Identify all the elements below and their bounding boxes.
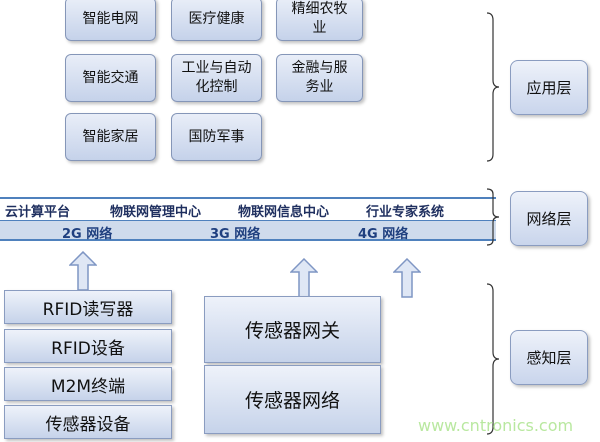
arrow-up-left-icon [69,251,97,291]
network-platform-row [0,199,496,221]
network-2g: 2G 网络 [62,227,113,242]
platform-iot-management: 物联网管理中心 [110,205,202,220]
tile-finance: 金融与服务业 [276,54,363,102]
tile-smart-grid: 智能电网 [65,0,156,41]
application-panel: 智能电网 医疗健康 精细农牧业 智能交通 工业与自动化控制 金融与服务业 智能家… [48,0,495,163]
platform-expert-system: 行业专家系统 [366,205,445,220]
perception-brace [486,283,500,435]
network-carrier-row [0,221,496,241]
box-rfid-reader: RFID读写器 [4,290,172,324]
arrow-up-right-icon [393,258,421,298]
platform-cloud: 云计算平台 [5,205,71,220]
tile-defense: 国防军事 [171,113,262,161]
network-3g: 3G 网络 [210,227,261,242]
tile-smart-home: 智能家居 [65,113,156,161]
application-brace [486,12,500,162]
box-sensor-gateway: 传感器网关 [204,296,381,363]
perception-layer-label: 感知层 [510,330,588,385]
box-rfid-device: RFID设备 [4,329,172,363]
network-4g: 4G 网络 [358,227,409,242]
tile-agriculture: 精细农牧业 [276,0,363,41]
box-sensor-device: 传感器设备 [4,405,172,439]
arrow-up-middle-icon [290,258,318,298]
tile-smart-traffic: 智能交通 [65,54,156,102]
box-m2m-terminal: M2M终端 [4,367,172,401]
box-sensor-network: 传感器网络 [204,365,381,434]
network-top-line [0,197,496,199]
watermark-text: www.cntronics.com [418,416,574,435]
network-layer-label: 网络层 [510,191,588,246]
tile-healthcare: 医疗健康 [171,0,262,41]
network-brace [486,188,500,246]
platform-iot-information: 物联网信息中心 [238,205,330,220]
tile-industrial-control: 工业与自动化控制 [171,54,262,102]
application-layer-label: 应用层 [510,60,588,115]
